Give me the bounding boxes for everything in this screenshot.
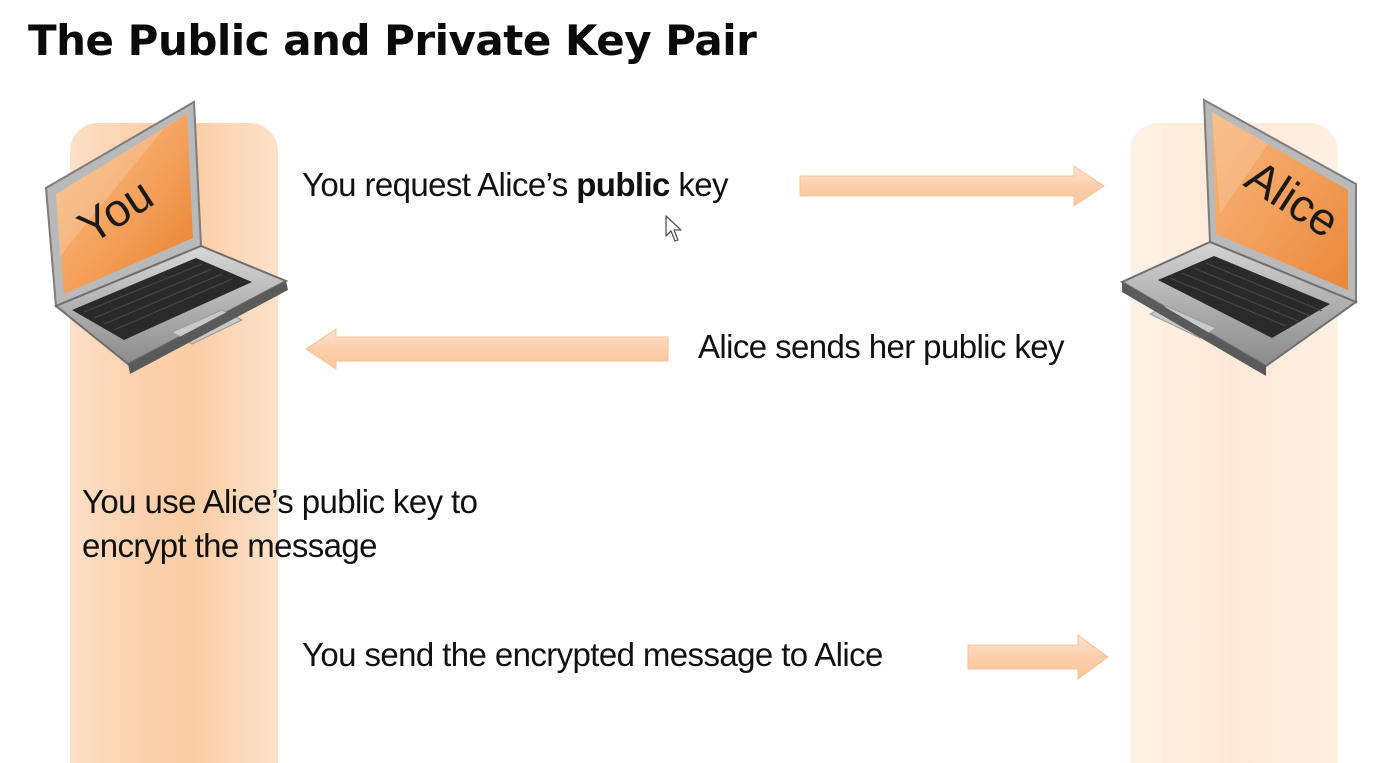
send-key-arrow-left-icon bbox=[305, 328, 669, 370]
send-message-arrow-right-icon bbox=[967, 634, 1109, 680]
step-request-text-end: key bbox=[669, 166, 728, 203]
step-encrypt-message: You use Alice’s public key to encrypt the… bbox=[82, 480, 478, 568]
alice-laptop-icon: Alice bbox=[1119, 98, 1359, 376]
mouse-pointer-icon bbox=[665, 215, 682, 242]
you-laptop-icon: You bbox=[44, 100, 289, 374]
step-encrypt-line-1: You use Alice’s public key to bbox=[82, 483, 478, 520]
step-request-text-start: You request Alice’s bbox=[302, 166, 577, 203]
step-alice-sends-key: Alice sends her public key bbox=[698, 328, 1065, 365]
slide-title: The Public and Private Key Pair bbox=[28, 16, 757, 65]
request-arrow-right-icon bbox=[799, 165, 1105, 207]
step-request-public-key: You request Alice’s public key bbox=[302, 166, 729, 204]
step-send-encrypted-message: You send the encrypted message to Alice bbox=[302, 636, 883, 673]
step-encrypt-line-2: encrypt the message bbox=[82, 527, 378, 564]
step-request-text-bold: public bbox=[576, 166, 670, 203]
